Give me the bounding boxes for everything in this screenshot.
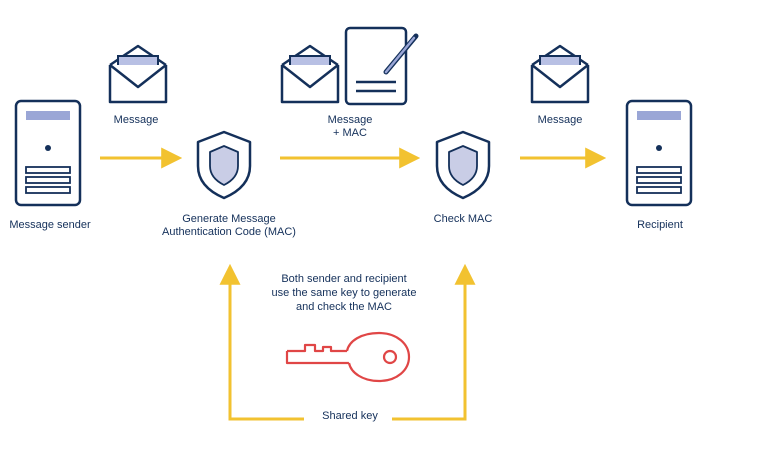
shared-key-note: Both sender and recipient use the same k… [255,272,433,314]
document-with-pen-icon [344,26,419,106]
shared-key-label: Shared key [309,410,391,423]
check-mac-label: Check MAC [433,213,493,225]
server-icon [14,99,82,207]
open-envelope-icon [280,44,340,104]
server-icon [625,99,693,207]
generate-mac-line-1: Generate Message [182,213,276,225]
message-mac-line-1: Message [327,114,373,126]
open-envelope-icon [530,44,590,104]
sender-label: Message sender [9,219,91,231]
note-line-2: use the same key to generate [271,287,417,299]
recipient-label: Recipient [637,219,683,231]
arrow-key-to-check [392,263,476,421]
open-envelope-icon [108,44,168,104]
arrow-key-to-generate [219,263,304,421]
message-mac-label: Message + MAC [310,114,390,140]
message-label: Message [113,114,159,126]
key-icon [285,331,411,383]
note-line-1: Both sender and recipient [281,273,407,285]
note-line-3: and check the MAC [296,301,392,313]
shield-icon [196,130,252,200]
shield-icon [435,130,491,200]
message-mac-line-2: + MAC [333,127,367,139]
generate-mac-label: Generate Message Authentication Code (MA… [158,213,300,239]
shared-key-bracket [219,263,476,421]
message-label: Message [537,114,583,126]
generate-mac-line-2: Authentication Code (MAC) [162,226,296,238]
